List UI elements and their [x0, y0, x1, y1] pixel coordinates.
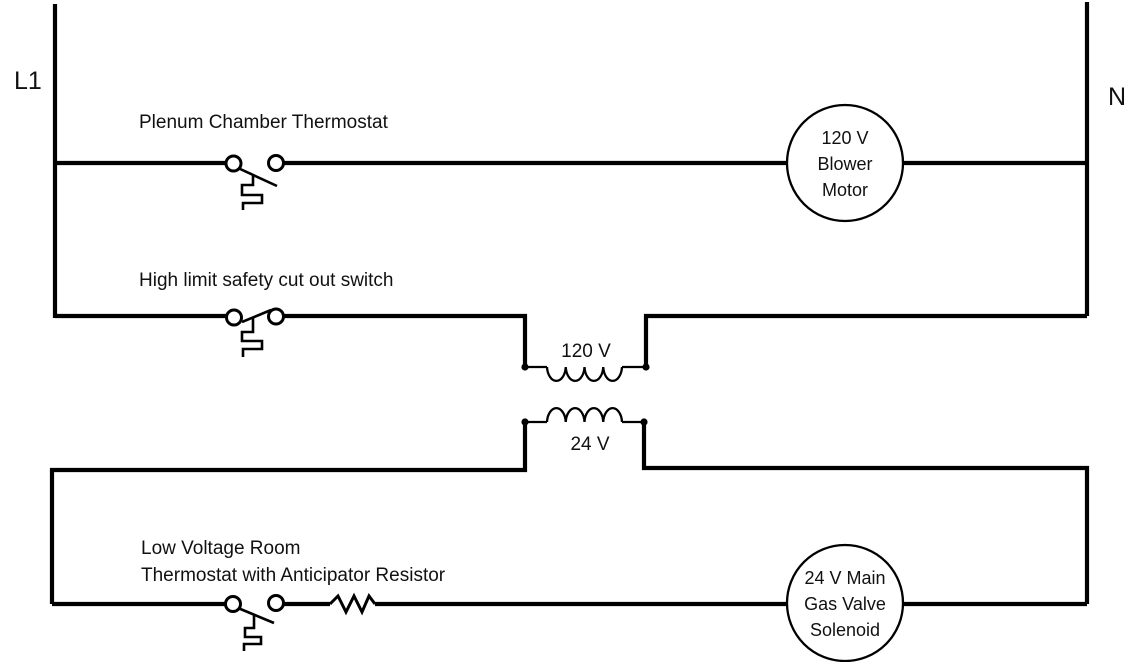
- switch-blade: [237, 606, 275, 625]
- transformer-primary-coil: [521, 363, 650, 383]
- gas-valve-solenoid-circle: [785, 543, 905, 662]
- low-voltage-loop-wires: [49, 422, 1090, 604]
- rung-3-label-line-2: Thermostat with Anticipator Resistor: [141, 564, 446, 586]
- transformer-secondary-coil: [521, 406, 648, 426]
- bimetal-element: [242, 614, 263, 651]
- bimetal-element: [240, 317, 264, 357]
- blower-motor-circle: [785, 103, 905, 223]
- rung-3-label-line-1: Low Voltage Room: [141, 538, 301, 559]
- rung-1-label: Plenum Chamber Thermostat: [139, 112, 388, 133]
- room-thermostat-switch: [224, 594, 285, 651]
- switch-blade: [237, 166, 278, 188]
- junction-dot: [642, 363, 650, 371]
- switch-blade: [241, 308, 272, 324]
- rung-2-wires: [55, 313, 1087, 366]
- gas-valve-line-3: Solenoid: [809, 620, 881, 640]
- blower-motor-line-1: 120 V: [821, 128, 869, 148]
- blower-motor-label: 120 V Blower Motor: [785, 125, 905, 203]
- bimetal-element: [240, 175, 264, 210]
- gas-valve-solenoid-label: 24 V Main Gas Valve Solenoid: [785, 565, 905, 643]
- plenum-thermostat-switch: [224, 154, 285, 210]
- anticipator-resistor: [328, 592, 377, 616]
- gas-valve-line-2: Gas Valve: [804, 594, 886, 614]
- gas-valve-line-1: 24 V Main: [804, 568, 886, 588]
- transformer-secondary-label: 24 V: [570, 434, 610, 455]
- rung-2-label: High limit safety cut out switch: [139, 270, 394, 291]
- blower-motor-line-3: Motor: [821, 180, 868, 200]
- left-rail-label: L1: [14, 67, 42, 95]
- blower-motor-line-2: Blower: [817, 154, 873, 174]
- right-rail-label: N: [1108, 83, 1127, 111]
- junction-dot: [521, 363, 529, 371]
- transformer-primary-label: 120 V: [561, 341, 611, 362]
- rung-3-label: Low Voltage Room Thermostat with Anticip…: [141, 536, 445, 589]
- high-limit-switch: [225, 307, 285, 357]
